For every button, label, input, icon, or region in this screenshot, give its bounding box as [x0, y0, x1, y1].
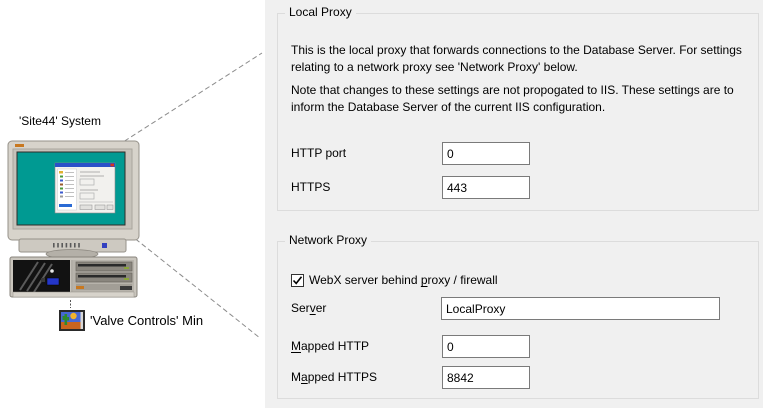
behind-proxy-checkbox[interactable]: [291, 274, 304, 287]
local-proxy-group-title: Local Proxy: [285, 5, 356, 19]
mapped-https-input[interactable]: [442, 366, 530, 389]
mini-dialog-on-screen: [54, 162, 116, 214]
mapped-http-label: Mapped HTTP: [291, 339, 370, 353]
mapped-https-row: Mapped HTTPS: [291, 366, 377, 389]
server-row: Server: [291, 297, 326, 320]
local-proxy-groupbox: Local Proxy This is the local proxy that…: [277, 5, 759, 211]
https-port-label: HTTPS: [291, 180, 331, 194]
behind-proxy-row: WebX server behind proxy / firewall: [291, 269, 498, 292]
server-label: Server: [291, 301, 327, 315]
behind-proxy-label: WebX server behind proxy / firewall: [309, 273, 498, 287]
mimic-picture-icon[interactable]: [59, 310, 85, 331]
mapped-http-row: Mapped HTTP: [291, 335, 369, 358]
callout-lines: [83, 52, 263, 339]
network-proxy-groupbox: Network Proxy WebX server behind proxy /…: [277, 233, 759, 399]
crt-monitor-graphic: [7, 140, 140, 259]
server-input[interactable]: [441, 297, 720, 320]
system-node-label: 'Site44' System: [19, 114, 101, 128]
drive-bays: [75, 261, 133, 290]
checkmark-icon: [292, 276, 303, 285]
mapped-http-input[interactable]: [442, 335, 530, 358]
https-port-row: HTTPS: [291, 176, 330, 199]
callout-line-bottom-dotted: [83, 177, 124, 230]
local-proxy-description-1: This is the local proxy that forwards co…: [291, 43, 742, 74]
mimic-node-label: 'Valve Controls' Min: [90, 313, 204, 328]
https-port-input[interactable]: [442, 176, 530, 199]
network-proxy-group-title: Network Proxy: [285, 233, 372, 247]
callout-line-top: [83, 52, 263, 168]
settings-panel: Local Proxy This is the local proxy that…: [265, 0, 763, 408]
http-port-input[interactable]: [442, 142, 530, 165]
http-port-label: HTTP port: [291, 146, 347, 160]
mapped-https-label: Mapped HTTPS: [291, 370, 378, 384]
power-led: [102, 243, 107, 248]
desktop-tower-graphic: [9, 256, 138, 298]
local-proxy-description-2: Note that changes to these settings are …: [291, 83, 734, 114]
http-port-row: HTTP port: [291, 142, 346, 165]
